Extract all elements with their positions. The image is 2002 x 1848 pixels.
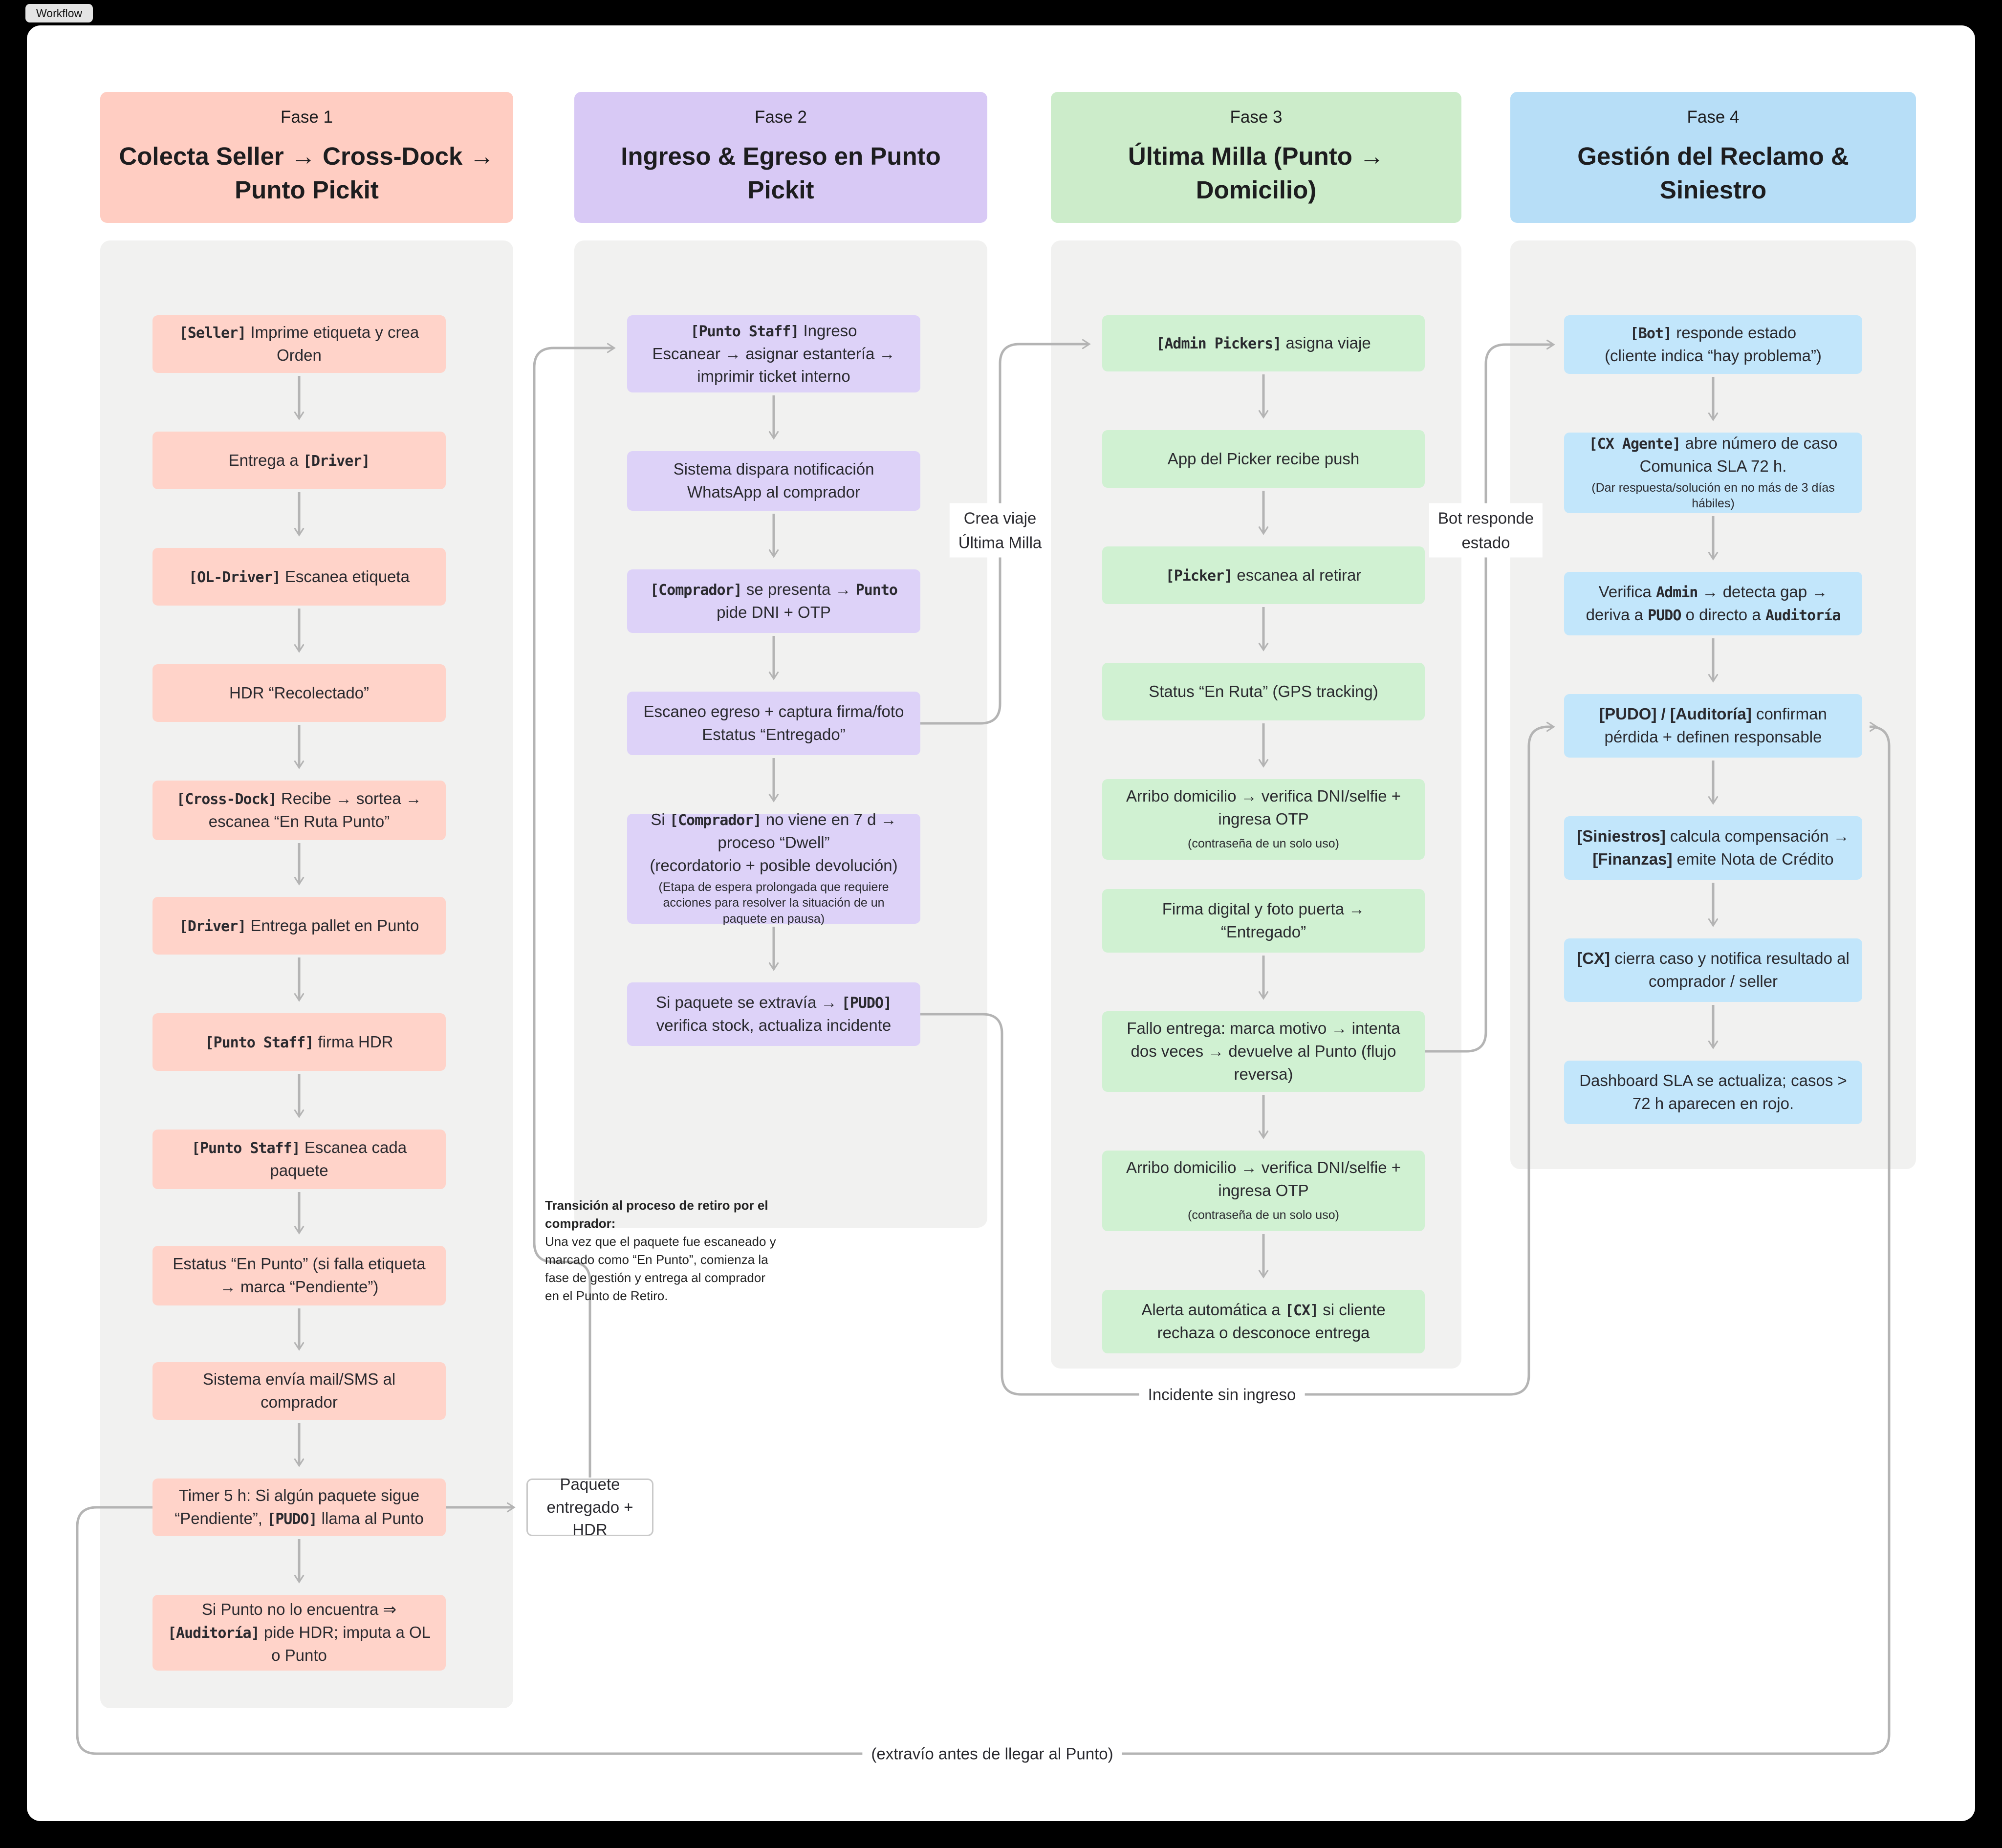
phase4-title: Gestión del Reclamo & Siniestro bbox=[1577, 142, 1849, 204]
transition-note-body: Una vez que el paquete fue escaneado y m… bbox=[545, 1234, 776, 1303]
flow-node: Status “En Ruta” (GPS tracking) bbox=[1102, 663, 1425, 720]
phase3-label: Fase 3 bbox=[1230, 108, 1283, 127]
flow-node: Alerta automática a [CX] si cliente rech… bbox=[1102, 1290, 1425, 1353]
flow-node: App del Picker recibe push bbox=[1102, 430, 1425, 488]
tab-workflow[interactable]: Workflow bbox=[25, 4, 93, 22]
phase1-title: Colecta Seller → Cross-Dock → Punto Pick… bbox=[119, 142, 495, 204]
flow-node: Firma digital y foto puerta →“Entregado” bbox=[1102, 889, 1425, 953]
flow-node: [Cross-Dock] Recibe → sortea → escanea “… bbox=[152, 781, 446, 840]
flow-node: Timer 5 h: Si algún paquete sigue “Pendi… bbox=[152, 1478, 446, 1536]
edge-label-bot-status: Bot responde estado bbox=[1429, 503, 1543, 558]
flow-node: HDR “Recolectado” bbox=[152, 664, 446, 722]
flow-node: [OL-Driver] Escanea etiqueta bbox=[152, 548, 446, 606]
flow-node: Estatus “En Punto” (si falla etiqueta → … bbox=[152, 1246, 446, 1305]
flow-node: Si paquete se extravía → [PUDO]verifica … bbox=[627, 982, 920, 1046]
edge-label-incident: Incidente sin ingreso bbox=[1139, 1379, 1305, 1410]
flow-node: Sistema envía mail/SMS al comprador bbox=[152, 1362, 446, 1420]
flow-node: Sistema dispara notificación WhatsApp al… bbox=[627, 451, 920, 511]
flow-node: Fallo entrega: marca motivo → intenta do… bbox=[1102, 1011, 1425, 1092]
flow-node: Entrega a [Driver] bbox=[152, 432, 446, 489]
phase1-header: Fase 1 Colecta Seller → Cross-Dock → Pun… bbox=[100, 92, 513, 223]
phase3-title: Última Milla (Punto → Domicilio) bbox=[1128, 142, 1385, 204]
transition-note-title: Transición al proceso de retiro por el c… bbox=[545, 1198, 768, 1231]
flow-node: [Seller] Imprime etiqueta y crea Orden bbox=[152, 315, 446, 373]
flow-node: [Punto Staff] Escanea cada paquete bbox=[152, 1130, 446, 1189]
flow-node: [Siniestros] calcula compensación →[Fina… bbox=[1564, 816, 1862, 880]
edge-label-lost-before: (extravío antes de llegar al Punto) bbox=[862, 1739, 1122, 1769]
flow-node: [Driver] Entrega pallet en Punto bbox=[152, 897, 446, 955]
flow-node: [Admin Pickers] asigna viaje bbox=[1102, 315, 1425, 371]
edge-label-create-trip: Crea viaje Última Milla bbox=[949, 503, 1051, 558]
phase4-header: Fase 4 Gestión del Reclamo & Siniestro bbox=[1510, 92, 1916, 223]
phase3-header: Fase 3 Última Milla (Punto → Domicilio) bbox=[1051, 92, 1461, 223]
phase2-title: Ingreso & Egreso en Punto Pickit bbox=[621, 142, 941, 204]
transition-note: Transición al proceso de retiro por el c… bbox=[545, 1196, 780, 1304]
flow-node: [Picker] escanea al retirar bbox=[1102, 546, 1425, 604]
flow-node: [Punto Staff] firma HDR bbox=[152, 1013, 446, 1071]
flow-node: [CX] cierra caso y notifica resultado al… bbox=[1564, 938, 1862, 1002]
flow-node: Arribo domicilio → verifica DNI/selfie +… bbox=[1102, 779, 1425, 860]
flow-node: Dashboard SLA se actualiza; casos > 72 h… bbox=[1564, 1061, 1862, 1124]
flow-node: Si Punto no lo encuentra ⇒ [Auditoría] p… bbox=[152, 1595, 446, 1671]
phase1-label: Fase 1 bbox=[281, 108, 333, 127]
phase4-label: Fase 4 bbox=[1687, 108, 1740, 127]
phase2-label: Fase 2 bbox=[755, 108, 807, 127]
flow-node: Verifica Admin → detecta gap → deriva a … bbox=[1564, 572, 1862, 635]
flow-node: [Bot] responde estado(cliente indica “ha… bbox=[1564, 315, 1862, 374]
delivered-hdr-node: Paquete entregado +HDR bbox=[526, 1475, 653, 1539]
phase2-header: Fase 2 Ingreso & Egreso en Punto Pickit bbox=[574, 92, 987, 223]
flow-node: Arribo domicilio → verifica DNI/selfie +… bbox=[1102, 1151, 1425, 1231]
flow-node: Si [Comprador] no viene en 7 d →proceso … bbox=[627, 810, 920, 926]
